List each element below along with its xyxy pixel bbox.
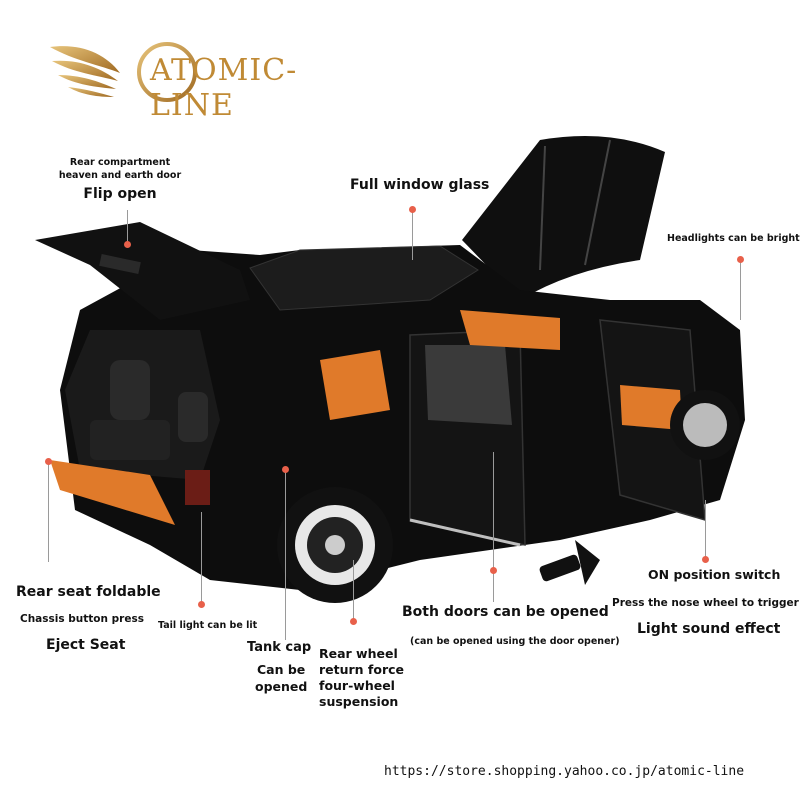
label-rear-wheel-4: suspension	[319, 694, 399, 709]
callout-dot-taillight	[198, 601, 205, 608]
logo-text: ATOMIC-LINE	[150, 53, 298, 123]
callout-dot-flip	[124, 241, 131, 248]
brand-logo: ATOMIC-LINE	[40, 35, 370, 123]
label-full-window-glass: Full window glass	[350, 177, 490, 193]
callout-dot-headlights	[737, 256, 744, 263]
callout-line-onswitch	[705, 500, 706, 560]
label-both-doors: Both doors can be opened	[402, 604, 609, 620]
callout-line-tank	[285, 470, 286, 640]
label-on-position: ON position switch	[648, 567, 781, 582]
callout-dot-tank	[282, 466, 289, 473]
label-can-be: Can be	[257, 662, 306, 677]
label-headlights: Headlights can be bright	[667, 233, 800, 244]
callout-line-flip	[127, 210, 128, 245]
store-url: https://store.shopping.yahoo.co.jp/atomi…	[384, 764, 745, 779]
callout-line-glass	[412, 212, 413, 260]
label-chassis-button: Chassis button press	[20, 613, 144, 625]
label-rear-wheel-1: Rear wheel	[319, 646, 398, 661]
logo-ring-icon	[137, 42, 197, 102]
label-opened: opened	[255, 679, 308, 694]
callout-line-taillight	[201, 512, 202, 602]
label-rear-wheel-3: four-wheel	[319, 678, 395, 693]
label-tank-cap: Tank cap	[247, 640, 312, 655]
callout-line-rearseat	[48, 462, 49, 562]
label-taillight: Tail light can be lit	[158, 620, 258, 631]
label-press-nose: Press the nose wheel to trigger	[612, 597, 799, 609]
callout-dot-doors	[490, 567, 497, 574]
label-rear-compartment-1: Rear compartment	[69, 157, 171, 168]
callout-line-doors	[493, 452, 494, 602]
callout-dot-glass	[409, 206, 416, 213]
callout-dot-onswitch	[702, 556, 709, 563]
callout-line-headlights	[740, 262, 741, 320]
wings-icon	[50, 46, 120, 97]
callout-line-rearwheel	[353, 560, 354, 622]
label-flip-open: Flip open	[83, 186, 157, 202]
callout-dot-rearseat	[45, 458, 52, 465]
label-door-opener-note: (can be opened using the door opener)	[410, 636, 620, 647]
callout-dot-rearwheel	[350, 618, 357, 625]
label-light-sound: Light sound effect	[637, 621, 781, 637]
label-rear-wheel-2: return force	[319, 662, 405, 677]
label-eject-seat: Eject Seat	[46, 637, 126, 653]
label-rear-seat-foldable: Rear seat foldable	[16, 584, 161, 600]
label-rear-compartment-2: heaven and earth door	[58, 170, 182, 181]
